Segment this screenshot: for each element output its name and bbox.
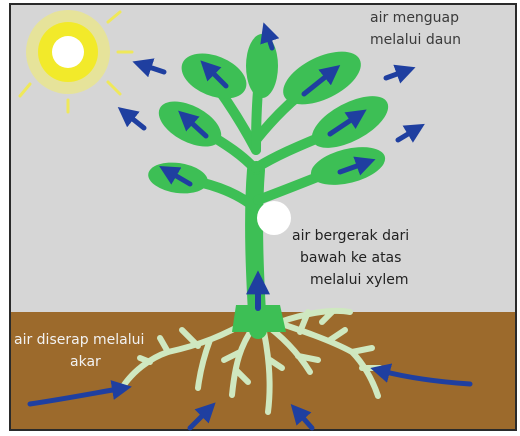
xylem-dot — [257, 201, 291, 235]
label-xylem: air bergerak dari bawah ke atas melalui … — [292, 228, 414, 288]
